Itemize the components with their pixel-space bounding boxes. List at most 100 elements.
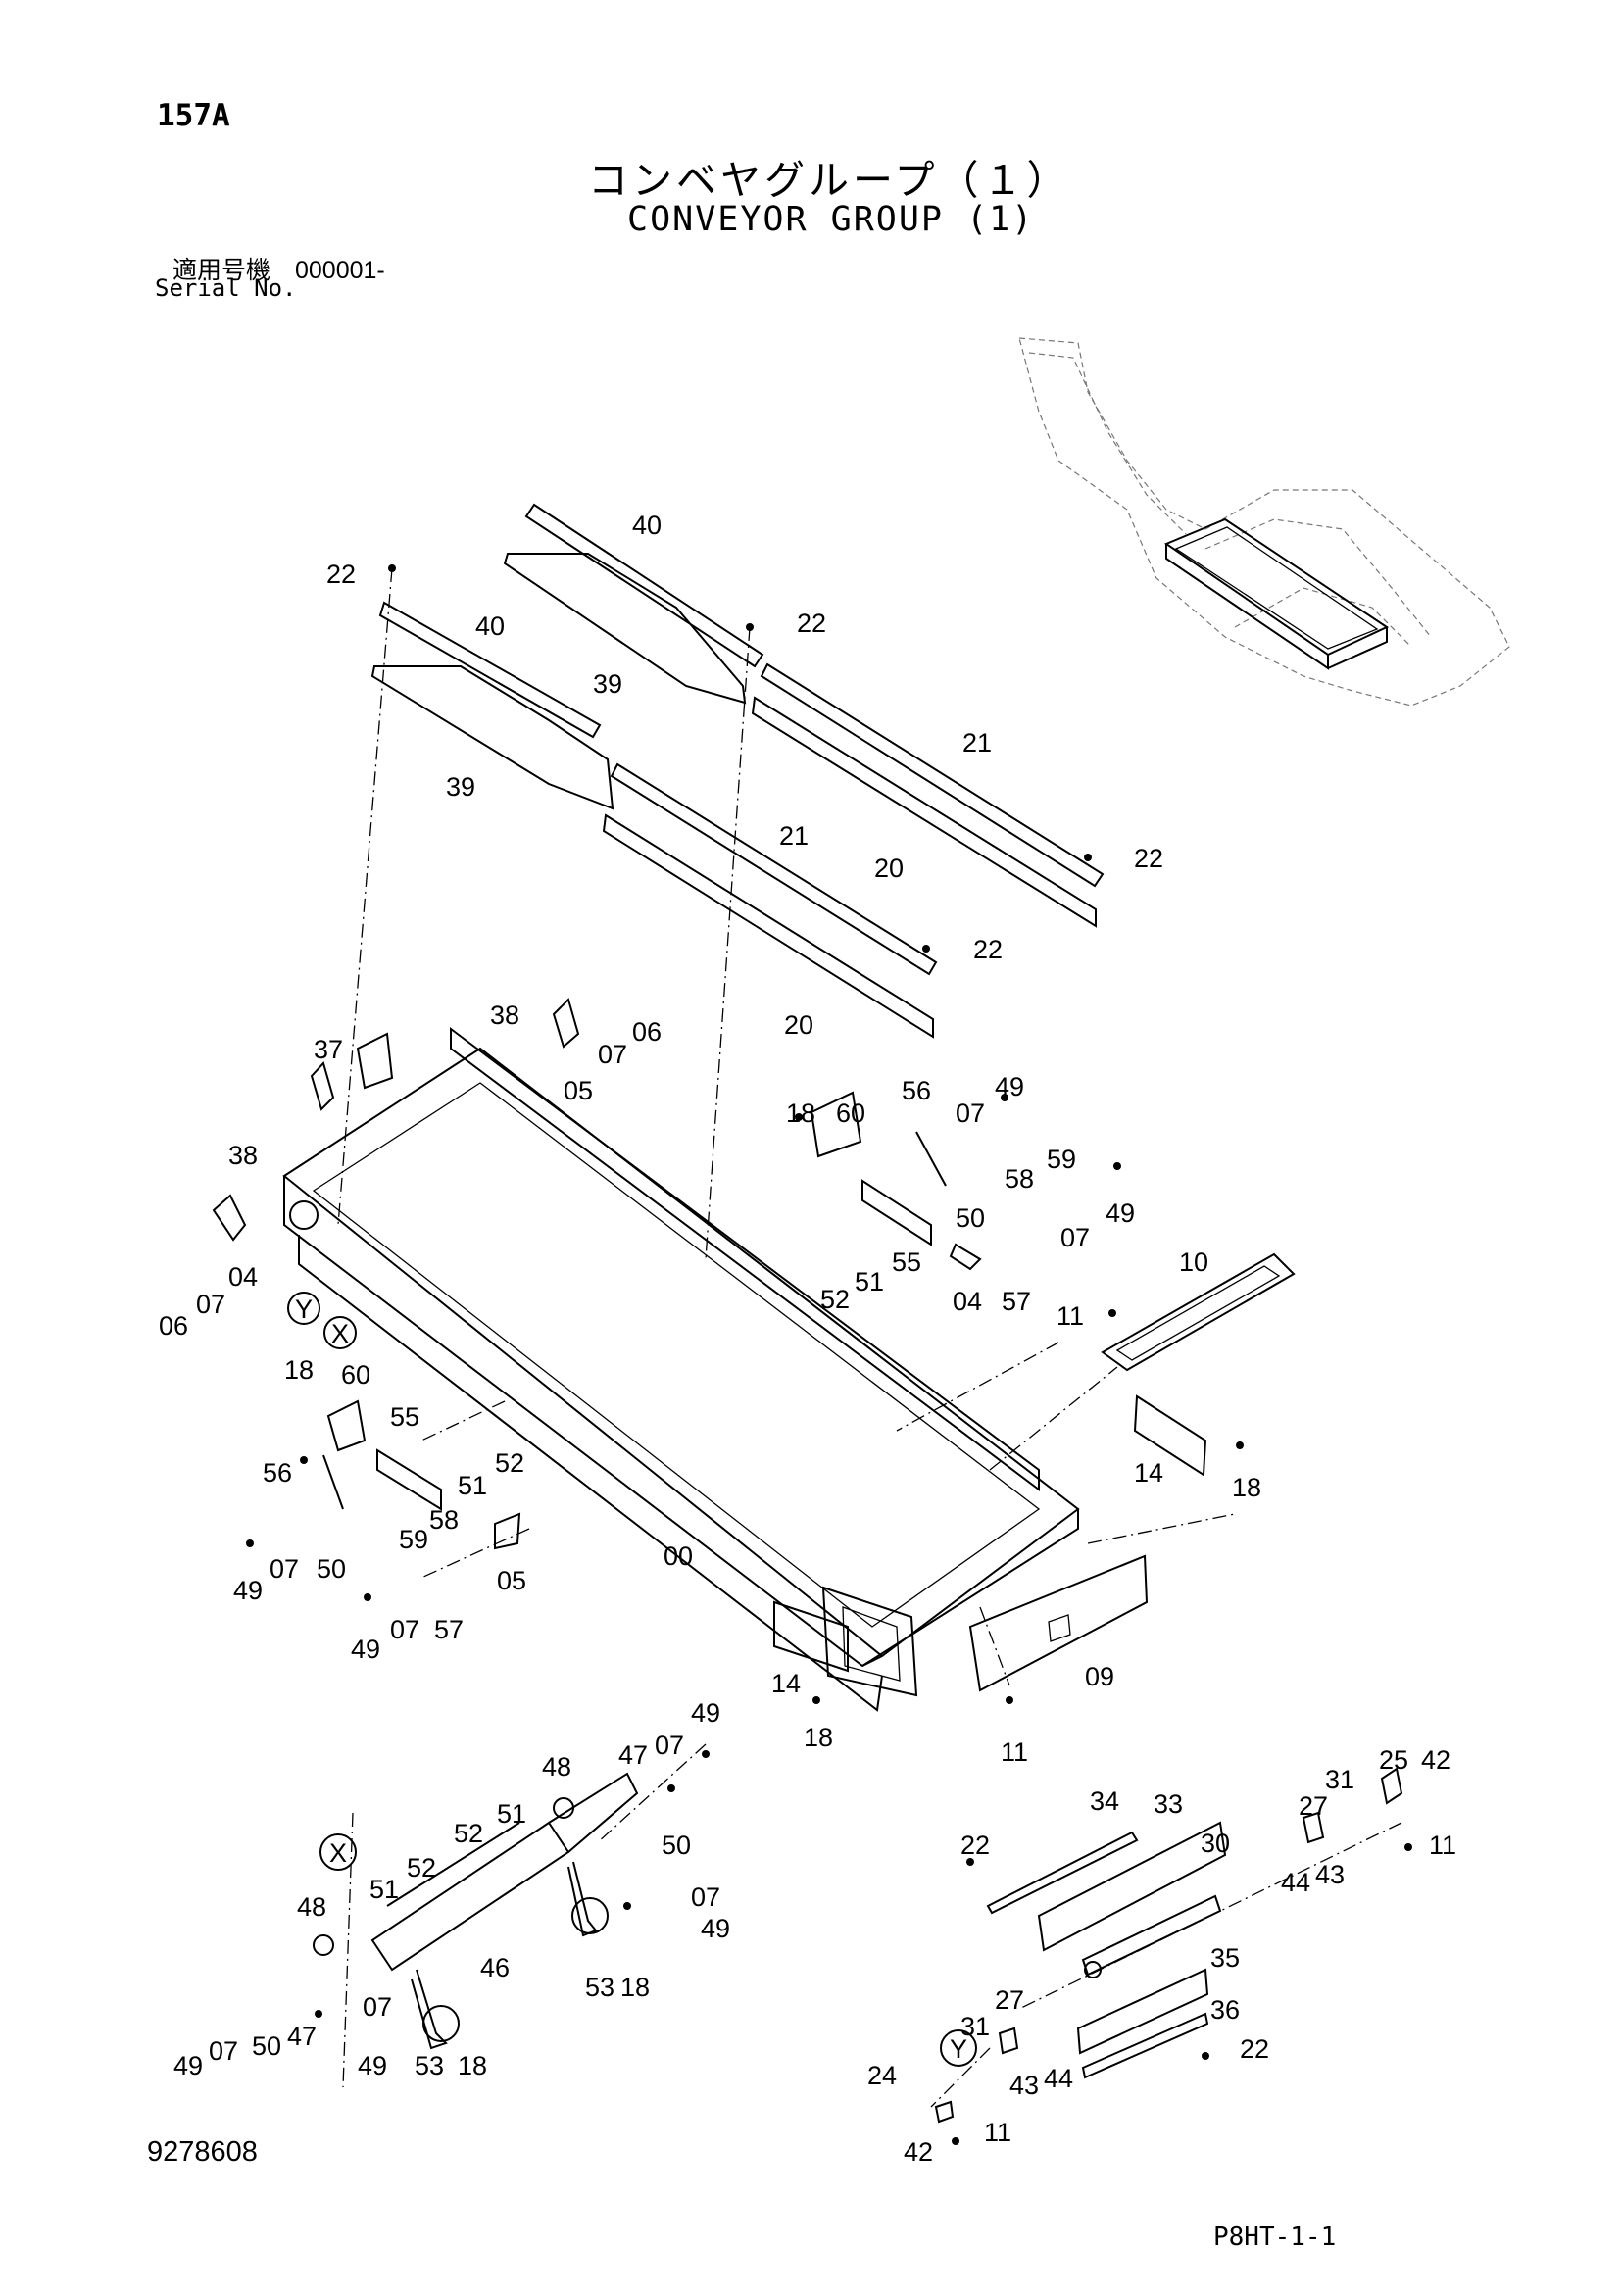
callout-38: 38 bbox=[490, 1001, 519, 1030]
callout-07: 07 bbox=[598, 1040, 627, 1069]
callout-18: 18 bbox=[786, 1099, 815, 1128]
callout-06: 06 bbox=[632, 1017, 662, 1047]
callout-18: 18 bbox=[1232, 1473, 1261, 1502]
callout-49: 49 bbox=[233, 1576, 263, 1605]
callout-11: 11 bbox=[1057, 1301, 1084, 1331]
callout-58: 58 bbox=[429, 1505, 459, 1535]
callout-11: 11 bbox=[1429, 1831, 1456, 1860]
callout-50: 50 bbox=[317, 1554, 346, 1584]
callout-11: 11 bbox=[1001, 1737, 1028, 1767]
callout-49: 49 bbox=[691, 1698, 720, 1728]
callout-30: 30 bbox=[1201, 1829, 1230, 1858]
callout-22: 22 bbox=[1134, 844, 1163, 873]
callout-49: 49 bbox=[351, 1635, 380, 1664]
callout-27: 27 bbox=[995, 1985, 1024, 2015]
callout-52: 52 bbox=[454, 1819, 483, 1848]
callout-52: 52 bbox=[495, 1448, 524, 1478]
callout-36: 36 bbox=[1210, 1995, 1240, 2025]
callout-50: 50 bbox=[956, 1203, 985, 1233]
callout-48: 48 bbox=[542, 1752, 571, 1782]
callout-31: 31 bbox=[960, 2012, 990, 2041]
skirt-plate-upper bbox=[751, 662, 1105, 928]
callout-20: 20 bbox=[784, 1010, 813, 1040]
ref-circle-x-main: X bbox=[323, 1316, 357, 1349]
skirt-plate-lower bbox=[602, 762, 938, 1039]
callout-10: 10 bbox=[1179, 1247, 1208, 1277]
callout-04: 04 bbox=[228, 1262, 258, 1292]
callout-07: 07 bbox=[1060, 1223, 1090, 1252]
callout-22: 22 bbox=[1240, 2034, 1269, 2064]
callout-25: 25 bbox=[1379, 1745, 1408, 1775]
callout-22: 22 bbox=[326, 560, 356, 589]
callout-27: 27 bbox=[1299, 1791, 1328, 1821]
sheet-number: P8HT-1-1 bbox=[1213, 2223, 1337, 2252]
callout-07: 07 bbox=[956, 1099, 985, 1128]
callout-50: 50 bbox=[662, 1831, 691, 1860]
callout-49: 49 bbox=[701, 1914, 730, 1943]
callout-48: 48 bbox=[297, 1892, 326, 1922]
callout-56: 56 bbox=[902, 1076, 931, 1105]
callout-49: 49 bbox=[173, 2051, 203, 2080]
callout-31: 31 bbox=[1325, 1765, 1354, 1794]
callout-22: 22 bbox=[960, 1831, 990, 1860]
callout-49: 49 bbox=[358, 2051, 387, 2080]
ref-circle-x-trolley: X bbox=[319, 1833, 357, 1871]
callout-33: 33 bbox=[1154, 1789, 1183, 1819]
tensioner-lower bbox=[322, 1399, 521, 1550]
callout-50: 50 bbox=[252, 2031, 281, 2061]
callout-40: 40 bbox=[475, 611, 505, 641]
callout-11: 11 bbox=[984, 2118, 1011, 2147]
ref-mark: X bbox=[329, 1838, 347, 1868]
callout-44: 44 bbox=[1281, 1868, 1310, 1897]
callout-07: 07 bbox=[655, 1731, 684, 1760]
callout-18: 18 bbox=[284, 1355, 314, 1385]
conveyor-frame bbox=[282, 1027, 1080, 1712]
trolley bbox=[313, 1772, 639, 2050]
part-callouts: 40 39 40 39 22 22 21 20 22 21 20 22 38 0… bbox=[159, 511, 1456, 2167]
ref-mark: Y bbox=[295, 1295, 313, 1324]
side-cover-lower bbox=[370, 601, 614, 810]
title-japanese: コンベヤグループ（１） bbox=[588, 158, 1071, 203]
callout-53: 53 bbox=[415, 2051, 444, 2080]
callout-40: 40 bbox=[632, 511, 662, 540]
callout-55: 55 bbox=[390, 1402, 419, 1432]
callout-07: 07 bbox=[196, 1290, 225, 1319]
callout-24: 24 bbox=[867, 2061, 897, 2090]
callout-49: 49 bbox=[995, 1072, 1024, 1101]
callout-42: 42 bbox=[904, 2137, 933, 2167]
guard-plate-left bbox=[773, 1600, 849, 1673]
bracket-left bbox=[212, 1061, 335, 1242]
serial-label-japanese: 適用号機 000001- bbox=[172, 257, 385, 284]
callout-07: 07 bbox=[691, 1882, 720, 1912]
guard-frame bbox=[1101, 1252, 1296, 1372]
callout-18: 18 bbox=[620, 1973, 650, 2002]
callout-21: 21 bbox=[779, 821, 809, 851]
callout-51: 51 bbox=[855, 1267, 884, 1296]
callout-00: 00 bbox=[664, 1541, 693, 1571]
end-cover bbox=[968, 1554, 1149, 1692]
ref-mark: Y bbox=[950, 2034, 967, 2064]
ref-mark: X bbox=[331, 1319, 349, 1348]
callout-52: 52 bbox=[407, 1853, 436, 1882]
callout-05: 05 bbox=[564, 1076, 593, 1105]
guard-plate-right bbox=[1133, 1394, 1207, 1477]
callout-44: 44 bbox=[1044, 2064, 1073, 2093]
callout-18: 18 bbox=[458, 2051, 487, 2080]
callout-60: 60 bbox=[836, 1099, 865, 1128]
callout-47: 47 bbox=[287, 2022, 317, 2051]
callout-39: 39 bbox=[593, 669, 622, 699]
callout-35: 35 bbox=[1210, 1943, 1240, 1973]
callout-07: 07 bbox=[270, 1554, 299, 1584]
bracket-upper bbox=[356, 998, 580, 1090]
callout-55: 55 bbox=[892, 1247, 921, 1277]
callout-20: 20 bbox=[874, 854, 904, 883]
page-code: 157A bbox=[157, 98, 230, 133]
callout-51: 51 bbox=[497, 1799, 526, 1829]
callout-59: 59 bbox=[1047, 1145, 1076, 1174]
callout-49: 49 bbox=[1106, 1198, 1135, 1228]
ref-circle-y-main: Y bbox=[287, 1292, 320, 1325]
callout-07: 07 bbox=[363, 1992, 392, 2022]
side-cover-upper bbox=[503, 503, 764, 705]
callout-21: 21 bbox=[962, 728, 992, 757]
